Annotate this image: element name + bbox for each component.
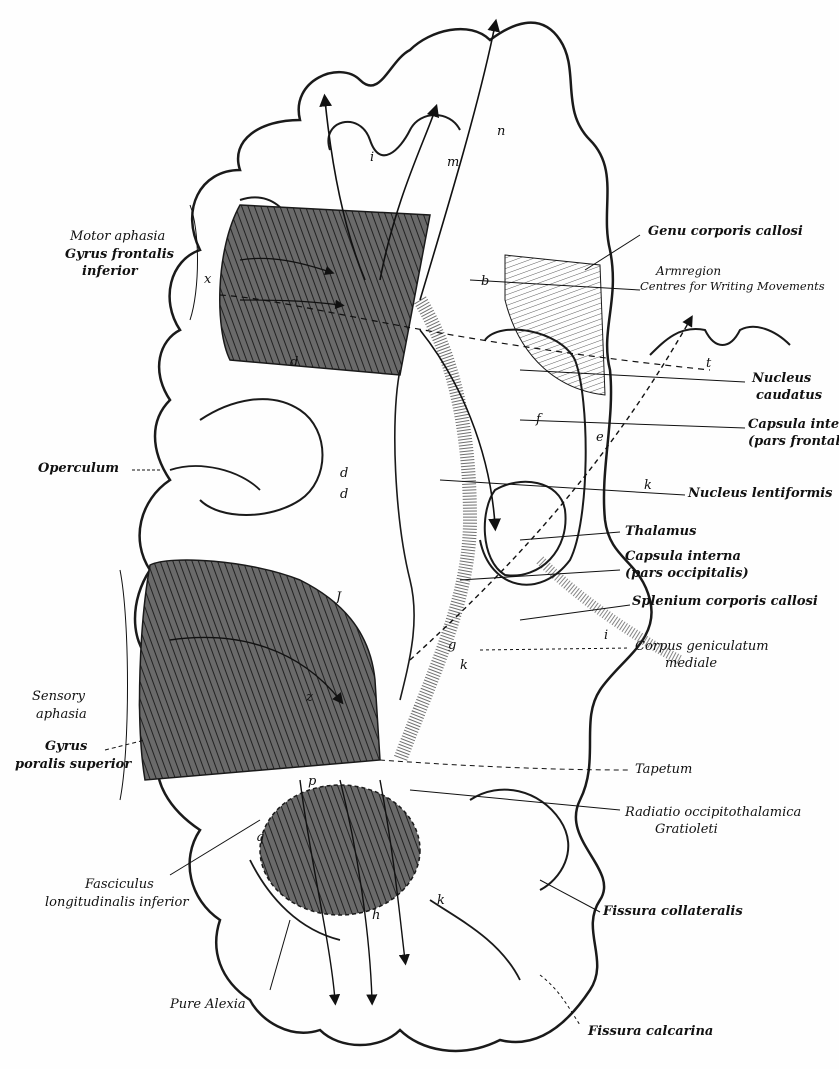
letter-d2: d <box>340 466 348 481</box>
label-nucleus-lentiformis: Nucleus lentiformis <box>688 487 833 502</box>
label-nucleus-caudatus-2: caudatus <box>756 389 822 404</box>
label-splenium: Splenium corporis callosi <box>632 595 818 610</box>
letter-h: h <box>372 908 380 923</box>
label-motor-aphasia: Motor aphasia <box>70 230 165 245</box>
label-gyrus-temp-2: poralis superior <box>15 758 131 773</box>
letter-t: t <box>706 356 711 371</box>
label-genu: Genu corporis callosi <box>648 225 803 240</box>
alexia-region <box>260 785 420 915</box>
label-radiatio-2: Gratioleti <box>655 823 718 838</box>
label-corpus-2: mediale <box>665 657 717 672</box>
label-nucleus-caudatus-1: Nucleus <box>752 372 811 387</box>
letter-b: b <box>481 274 489 289</box>
label-sensory-2: aphasia <box>36 708 87 723</box>
letter-j: J <box>336 590 341 605</box>
letter-k2: k <box>460 658 468 673</box>
label-operculum: Operculum <box>38 462 119 477</box>
label-fissura-collateralis: Fissura collateralis <box>603 905 743 920</box>
label-gyrus-temp-1: Gyrus <box>45 740 87 755</box>
label-capsula-frontalis-1: Capsula interna <box>748 418 839 433</box>
label-centres: Centres for Writing Movements <box>640 280 825 293</box>
letter-q: q <box>256 830 264 845</box>
letter-z: z <box>306 690 313 705</box>
sensory-region <box>140 560 380 780</box>
label-fasciculus-1: Fasciculus <box>85 878 154 893</box>
letter-i2: i <box>604 628 608 643</box>
letter-d3: d <box>340 487 348 502</box>
label-sensory-1: Sensory <box>32 690 85 705</box>
letter-p: p <box>308 774 316 789</box>
label-gyrus-frontalis-2: inferior <box>82 265 138 280</box>
letter-i: i <box>370 150 374 165</box>
label-fissura-calcarina: Fissura calcarina <box>588 1025 713 1040</box>
letter-f: f <box>536 412 541 427</box>
label-corpus-1: Corpus geniculatum <box>635 640 769 655</box>
letter-x: x <box>204 272 211 287</box>
label-pure-alexia: Pure Alexia <box>170 998 246 1013</box>
letter-m: m <box>447 155 459 170</box>
letter-k3: k <box>437 893 445 908</box>
label-fasciculus-2: longitudinalis inferior <box>45 896 189 911</box>
label-armregion: Armregion <box>656 265 721 279</box>
letter-k1: k <box>644 478 652 493</box>
label-capsula-occipitalis-1: Capsula interna <box>625 550 741 565</box>
label-thalamus: Thalamus <box>625 525 696 540</box>
letter-d1: d <box>290 355 298 370</box>
label-capsula-frontalis-2: (pars frontalis) <box>748 435 839 450</box>
label-capsula-occipitalis-2: (pars occipitalis) <box>625 567 749 582</box>
label-gyrus-frontalis-1: Gyrus frontalis <box>65 248 174 263</box>
label-radiatio-1: Radiatio occipitothalamica <box>625 806 801 821</box>
letter-e: e <box>596 430 604 445</box>
letter-n: n <box>497 124 505 139</box>
label-tapetum: Tapetum <box>635 763 692 778</box>
motor-region <box>220 205 430 375</box>
letter-g: g <box>448 638 456 653</box>
